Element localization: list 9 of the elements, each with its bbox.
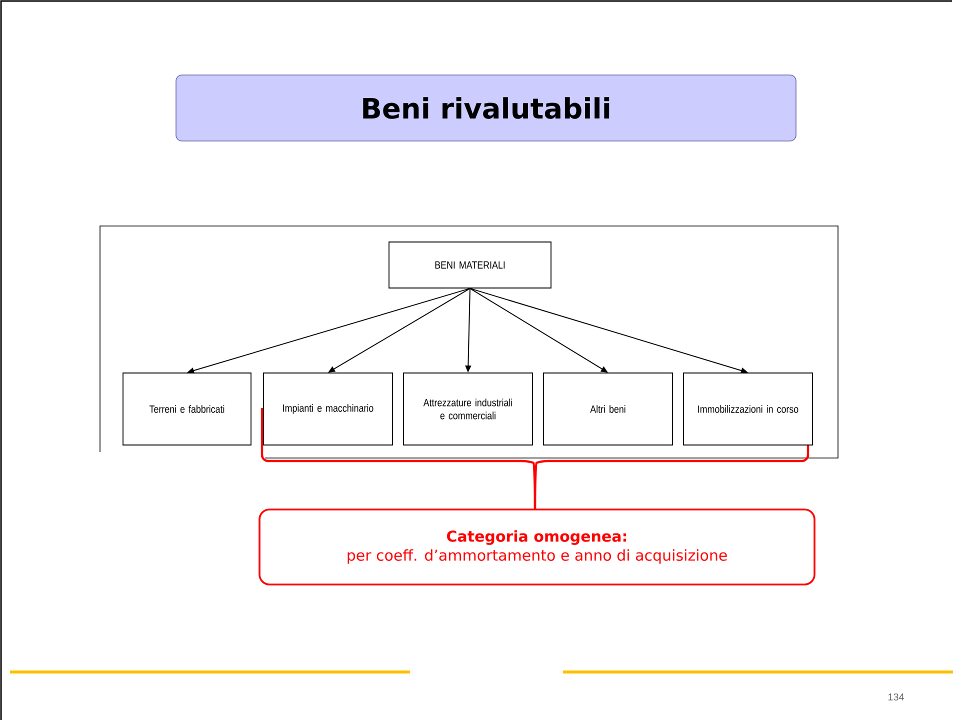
callout-box: Categoria omogenea: per coeff. d’ammortamento e anno di acquisizione: [258, 508, 816, 586]
category-box: Terreni e fabbricati: [122, 372, 252, 446]
page-number: 134: [888, 693, 904, 701]
category-box: BENI MATERIALI: [388, 242, 552, 288]
title-banner: Beni rivalutabili: [176, 74, 796, 142]
category-box: Impianti e macchinario: [263, 372, 393, 446]
category-box: Attrezzature industriali e commerciali: [403, 372, 533, 446]
category-box: Altri beni: [543, 372, 673, 446]
category-box: Immobilizzazioni in corso: [683, 372, 813, 446]
